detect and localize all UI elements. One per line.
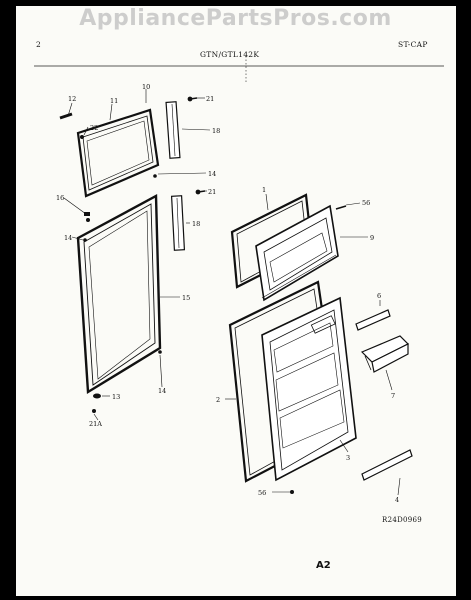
callout-56-lower: 56: [258, 489, 266, 497]
door-bin-7: [360, 335, 410, 373]
screw-14-c: [158, 350, 162, 354]
callout-1: 1: [262, 186, 266, 194]
fresh-food-handle-18: [170, 195, 186, 251]
bushing-13: [93, 393, 101, 399]
callout-11: 11: [110, 97, 118, 105]
section-code: ST-CAP: [398, 40, 428, 49]
callout-10: 10: [142, 83, 150, 91]
callout-56-upper: 56: [362, 199, 370, 207]
page-number: 2: [36, 40, 42, 49]
screw-22: [80, 135, 84, 139]
watermark-text: AppliancePartsPros.com: [79, 6, 392, 31]
screw-21A: [92, 409, 96, 413]
callout-6: 6: [377, 292, 381, 300]
callout-7: 7: [391, 392, 395, 400]
handle-cap-12: [59, 112, 73, 120]
screw-21-upper: [187, 96, 198, 102]
model-number: GTN/GTL142K: [200, 50, 260, 59]
diagram-paper: [16, 6, 456, 596]
callout-21A: 21A: [89, 420, 102, 428]
callout-21-lower: 21: [208, 188, 216, 196]
screw-21-lower: [195, 189, 206, 195]
callout-4: 4: [395, 496, 399, 504]
callout-21-upper: 21: [206, 95, 214, 103]
callout-3: 3: [346, 454, 350, 462]
shelf-4: [361, 449, 413, 481]
callout-12: 12: [68, 95, 76, 103]
callout-13: 13: [112, 393, 120, 401]
callout-14-c: 14: [158, 387, 166, 395]
callout-16: 16: [56, 194, 64, 202]
screw-56-lower: [290, 490, 294, 494]
sheet-id: A2: [316, 560, 331, 571]
callout-18-lower: 18: [192, 220, 200, 228]
callout-18-upper: 18: [212, 127, 220, 135]
screw-56-upper: [335, 205, 347, 210]
leader-lines: [63, 89, 401, 496]
freezer-door-liner-9: [255, 204, 339, 302]
callout-14-b: 14: [64, 234, 72, 242]
freezer-door-gasket: [76, 108, 160, 198]
freezer-handle-18: [165, 101, 181, 159]
callout-15: 15: [182, 294, 190, 302]
fresh-food-door-liner-3: [261, 296, 357, 482]
shelf-6: [355, 309, 391, 331]
screw-14-a: [153, 174, 157, 178]
drawing-code: R24D0969: [382, 516, 423, 524]
callout-9: 9: [370, 234, 374, 242]
callout-22: 22: [90, 124, 98, 132]
fresh-food-door-gasket: [76, 194, 162, 395]
callout-14-a: 14: [208, 170, 216, 178]
clip-16: [84, 212, 90, 222]
callout-2: 2: [216, 396, 220, 404]
